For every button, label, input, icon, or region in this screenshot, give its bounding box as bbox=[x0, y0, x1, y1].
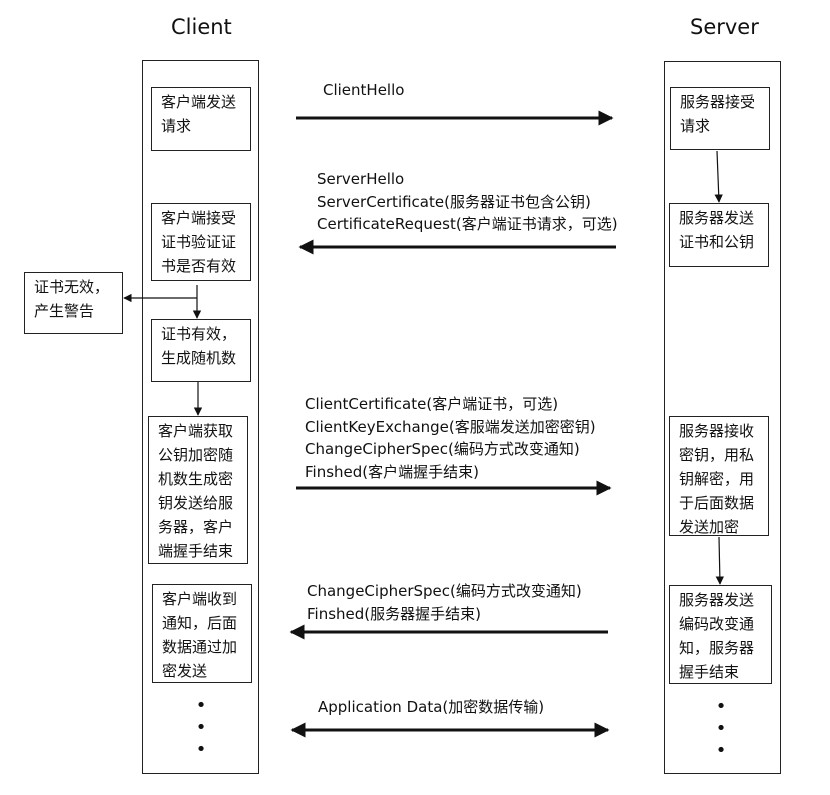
message-server-hello: ServerHello ServerCertificate(服务器证书包含公钥)… bbox=[317, 168, 618, 236]
message-server-finished: ChangeCipherSpec(编码方式改变通知) Finshed(服务器握手… bbox=[307, 580, 582, 625]
server-continuation-dots: • • • bbox=[715, 696, 727, 762]
message-line: ServerHello bbox=[317, 170, 405, 188]
dot: • bbox=[195, 739, 207, 760]
message-line: Application Data(加密数据传输) bbox=[318, 698, 545, 716]
message-line: Finshed(服务器握手结束) bbox=[307, 604, 481, 623]
certificate-invalid-warning: 证书无效，产生警告 bbox=[24, 272, 123, 334]
message-client-key-exchange: ClientCertificate(客户端证书，可选) ClientKeyExc… bbox=[305, 393, 596, 483]
message-line: ClientHello bbox=[323, 81, 405, 99]
client-step-key-exchange: 客户端获取公钥加密随机数生成密钥发送给服务器，客户端握手结束 bbox=[148, 416, 248, 564]
message-line: ClientCertificate(客户端证书，可选) bbox=[305, 395, 559, 413]
client-step-encrypted-send: 客户端收到通知，后面数据通过加密发送 bbox=[152, 584, 252, 683]
client-step-send-request: 客户端发送请求 bbox=[151, 87, 251, 151]
message-line: ClientKeyExchange(客服端发送加密密钥) bbox=[305, 417, 596, 436]
dot: • bbox=[715, 740, 727, 761]
client-continuation-dots: • • • bbox=[195, 695, 207, 761]
message-client-hello: ClientHello bbox=[323, 79, 404, 102]
message-line: ChangeCipherSpec(编码方式改变通知) bbox=[305, 440, 580, 458]
server-step-decrypt-key: 服务器接收密钥，用私钥解密，用于后面数据发送加密 bbox=[669, 416, 769, 536]
client-heading: Client bbox=[171, 15, 232, 39]
message-application-data: Application Data(加密数据传输) bbox=[318, 696, 544, 719]
message-line: Finshed(客户端握手结束) bbox=[305, 462, 479, 481]
server-heading: Server bbox=[690, 15, 759, 39]
dot: • bbox=[715, 696, 727, 717]
server-step-change-notice: 服务器发送编码改变通知，服务器握手结束 bbox=[669, 585, 772, 684]
dot: • bbox=[195, 717, 207, 738]
dot: • bbox=[195, 695, 207, 716]
message-line: CertificateRequest(客户端证书请求，可选) bbox=[317, 215, 618, 233]
client-step-generate-random: 证书有效，生成随机数 bbox=[151, 319, 251, 382]
dot: • bbox=[715, 718, 727, 739]
server-step-accept-request: 服务器接受请求 bbox=[670, 87, 770, 150]
message-line: ChangeCipherSpec(编码方式改变通知) bbox=[307, 582, 582, 600]
server-step-send-certificate: 服务器发送证书和公钥 bbox=[669, 203, 769, 267]
message-line: ServerCertificate(服务器证书包含公钥) bbox=[317, 192, 591, 211]
client-step-verify-certificate: 客户端接受证书验证证书是否有效 bbox=[151, 203, 251, 281]
